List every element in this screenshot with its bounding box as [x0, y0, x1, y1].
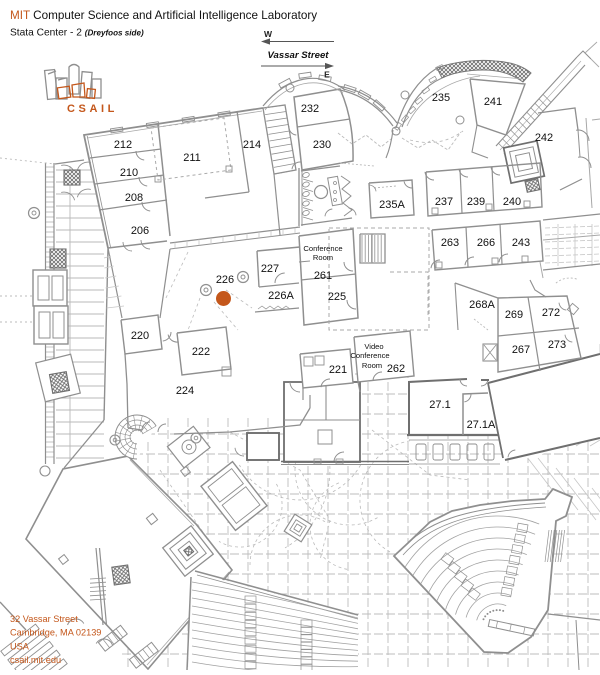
svg-text:230: 230	[313, 139, 331, 151]
svg-text:222: 222	[192, 346, 210, 358]
svg-text:221: 221	[329, 364, 347, 376]
svg-text:235: 235	[432, 92, 450, 104]
svg-text:Cambridge, MA 02139: Cambridge, MA 02139	[10, 628, 101, 638]
svg-text:E: E	[324, 70, 330, 80]
svg-text:239: 239	[467, 196, 485, 208]
svg-text:220: 220	[131, 330, 149, 342]
svg-text:273: 273	[548, 339, 566, 351]
svg-text:214: 214	[243, 139, 261, 151]
svg-text:Room: Room	[313, 253, 333, 262]
svg-text:243: 243	[512, 237, 530, 249]
svg-text:MIT Computer Science and Artif: MIT Computer Science and Artificial Inte…	[10, 9, 317, 22]
svg-text:224: 224	[176, 385, 194, 397]
svg-text:208: 208	[125, 192, 143, 204]
svg-text:210: 210	[120, 167, 138, 179]
svg-text:267: 267	[512, 344, 530, 356]
svg-text:211: 211	[183, 152, 201, 164]
svg-text:27.1A: 27.1A	[467, 419, 496, 431]
svg-text:227: 227	[261, 263, 279, 275]
svg-text:27.1: 27.1	[429, 399, 450, 411]
svg-text:csail.mit.edu: csail.mit.edu	[10, 655, 61, 665]
svg-text:206: 206	[131, 225, 149, 237]
svg-text:237: 237	[435, 196, 453, 208]
svg-text:226A: 226A	[268, 290, 294, 302]
svg-text:261: 261	[314, 270, 332, 282]
svg-text:Video: Video	[364, 342, 383, 351]
svg-text:Stata Center - 2 (Dreyfoos sid: Stata Center - 2 (Dreyfoos side)	[10, 28, 144, 39]
svg-text:263: 263	[441, 237, 459, 249]
svg-text:225: 225	[328, 291, 346, 303]
svg-text:32 Vassar Street: 32 Vassar Street	[10, 614, 78, 624]
svg-text:269: 269	[505, 309, 523, 321]
svg-text:241: 241	[484, 96, 502, 108]
svg-text:242: 242	[535, 132, 553, 144]
svg-text:CSAIL: CSAIL	[67, 103, 118, 115]
svg-text:272: 272	[542, 307, 560, 319]
svg-text:266: 266	[477, 237, 495, 249]
svg-text:Conference: Conference	[350, 351, 389, 360]
svg-text:226: 226	[216, 274, 234, 286]
svg-text:USA: USA	[10, 641, 30, 651]
svg-text:268A: 268A	[469, 299, 495, 311]
svg-text:Vassar Street: Vassar Street	[268, 50, 330, 61]
svg-text:262: 262	[387, 363, 405, 375]
svg-text:240: 240	[503, 196, 521, 208]
svg-text:235A: 235A	[379, 199, 405, 211]
svg-text:W: W	[264, 29, 273, 39]
svg-text:212: 212	[114, 139, 132, 151]
svg-text:Room: Room	[362, 361, 382, 370]
svg-text:Conference: Conference	[303, 244, 342, 253]
svg-text:232: 232	[301, 103, 319, 115]
